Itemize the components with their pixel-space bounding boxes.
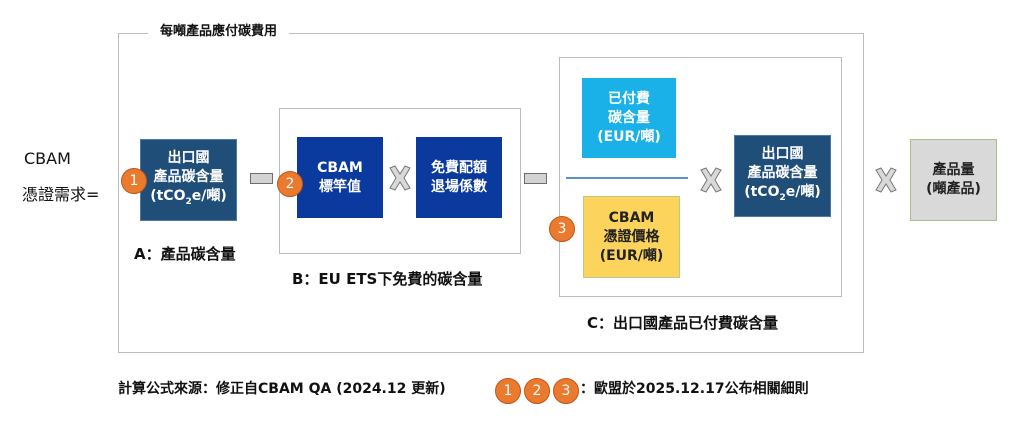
footer-source: 計算公式來源：修正自CBAM QA (2024.12 更新) xyxy=(118,381,446,397)
text: CBAM xyxy=(317,159,363,176)
badge-1: 1 xyxy=(121,168,147,194)
box-a-embedded-emissions: 出口國 產品碳含量 (tCO2e/噸) xyxy=(140,139,237,221)
text: 退場係數 xyxy=(431,178,487,195)
lhs-line1: CBAM xyxy=(24,149,71,168)
text: 產品量 xyxy=(932,162,975,178)
label-a: A：產品碳含量 xyxy=(134,245,236,263)
text: CBAM xyxy=(608,209,655,226)
box-c-embedded-emissions: 出口國 產品碳含量 (tCO2e/噸) xyxy=(734,135,831,217)
text: 已付費 xyxy=(608,90,650,107)
text: 憑證價格 xyxy=(603,228,660,245)
badge-3: 3 xyxy=(549,216,575,242)
text: (EUR/噸) xyxy=(597,128,661,145)
text: (tCO2e/噸) xyxy=(744,183,821,203)
multiply-icon xyxy=(700,167,722,193)
footer-badge-3: 3 xyxy=(553,378,579,404)
text: 出口國 xyxy=(167,149,210,166)
text: (噸產品) xyxy=(926,181,981,197)
label-c: C：出口國產品已付費碳含量 xyxy=(587,314,779,332)
badge-2: 2 xyxy=(277,171,303,197)
label-b: B：EU ETS下免費的碳含量 xyxy=(292,270,483,288)
text: 免費配額 xyxy=(431,159,487,176)
box-c-cbam-price: CBAM 憑證價格 (EUR/噸) xyxy=(583,196,680,278)
text: 出口國 xyxy=(761,145,804,162)
lhs-line2: 憑證需求= xyxy=(22,185,100,204)
multiply-icon xyxy=(875,167,897,193)
text: 產品碳含量 xyxy=(747,164,818,181)
multiply-icon xyxy=(389,165,411,191)
text: 產品碳含量 xyxy=(153,168,224,185)
minus-icon xyxy=(250,173,273,184)
box-product-quantity: 產品量 (噸產品) xyxy=(910,139,997,221)
footer-badge-2: 2 xyxy=(524,378,550,404)
text: (EUR/噸) xyxy=(599,247,664,264)
text: 標竿值 xyxy=(319,178,361,195)
footer-badge-1: 1 xyxy=(495,378,521,404)
outer-title: 每噸產品應付碳費用 xyxy=(148,20,290,39)
text: 碳含量 xyxy=(608,109,650,126)
text: (tCO2e/噸) xyxy=(150,187,227,207)
fraction-line xyxy=(566,177,688,179)
box-b-benchmark: CBAM 標竿值 xyxy=(297,137,383,218)
footer-note: ：歐盟於2025.12.17公布相關細則 xyxy=(580,381,809,397)
minus-icon xyxy=(524,173,547,184)
box-c-paid-carbon: 已付費 碳含量 (EUR/噸) xyxy=(582,78,676,158)
box-b-phaseout-factor: 免費配額 退場係數 xyxy=(416,137,502,218)
